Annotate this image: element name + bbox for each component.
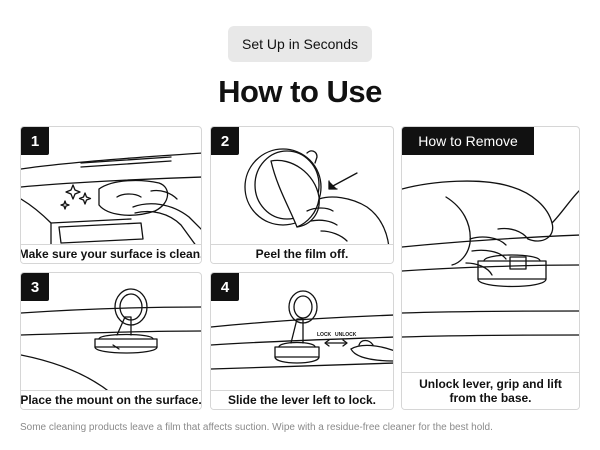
step-2-caption: Peel the film off.	[211, 244, 393, 263]
step-1-number: 1	[21, 127, 49, 155]
remove-heading: How to Remove	[402, 127, 534, 155]
footnote: Some cleaning products leave a film that…	[20, 422, 493, 433]
peel-film-illustration	[244, 148, 390, 247]
step-1-panel: 1 Make sure your surface is clean.	[20, 126, 202, 264]
place-mount-illustration	[21, 288, 201, 393]
step-3-number: 3	[21, 273, 49, 301]
step-1-caption: Make sure your surface is clean.	[21, 244, 201, 263]
remove-panel: How to Remove Unlock lever, grip and lif…	[401, 126, 580, 410]
step-3-caption: Place the mount on the surface.	[21, 390, 201, 409]
step-4-caption: Slide the lever left to lock.	[211, 390, 393, 409]
unlock-label: UNLOCK	[335, 332, 357, 338]
step-2-panel: 2 Peel the film off.	[210, 126, 394, 264]
page-title: How to Use	[218, 74, 382, 109]
remove-mount-illustration	[402, 180, 579, 338]
step-2-number: 2	[211, 127, 239, 155]
setup-pill: Set Up in Seconds	[228, 26, 372, 62]
clean-surface-illustration	[21, 152, 201, 247]
remove-caption: Unlock lever, grip and lift from the bas…	[402, 372, 579, 409]
slide-lever-illustration: LOCK UNLOCK	[211, 290, 393, 370]
step-3-panel: 3 Place the mount on the surface.	[20, 272, 202, 410]
lock-label: LOCK	[317, 332, 332, 338]
step-4-panel: 4 LOCK UNLOCK Slide the lever left to lo…	[210, 272, 394, 410]
step-4-number: 4	[211, 273, 239, 301]
